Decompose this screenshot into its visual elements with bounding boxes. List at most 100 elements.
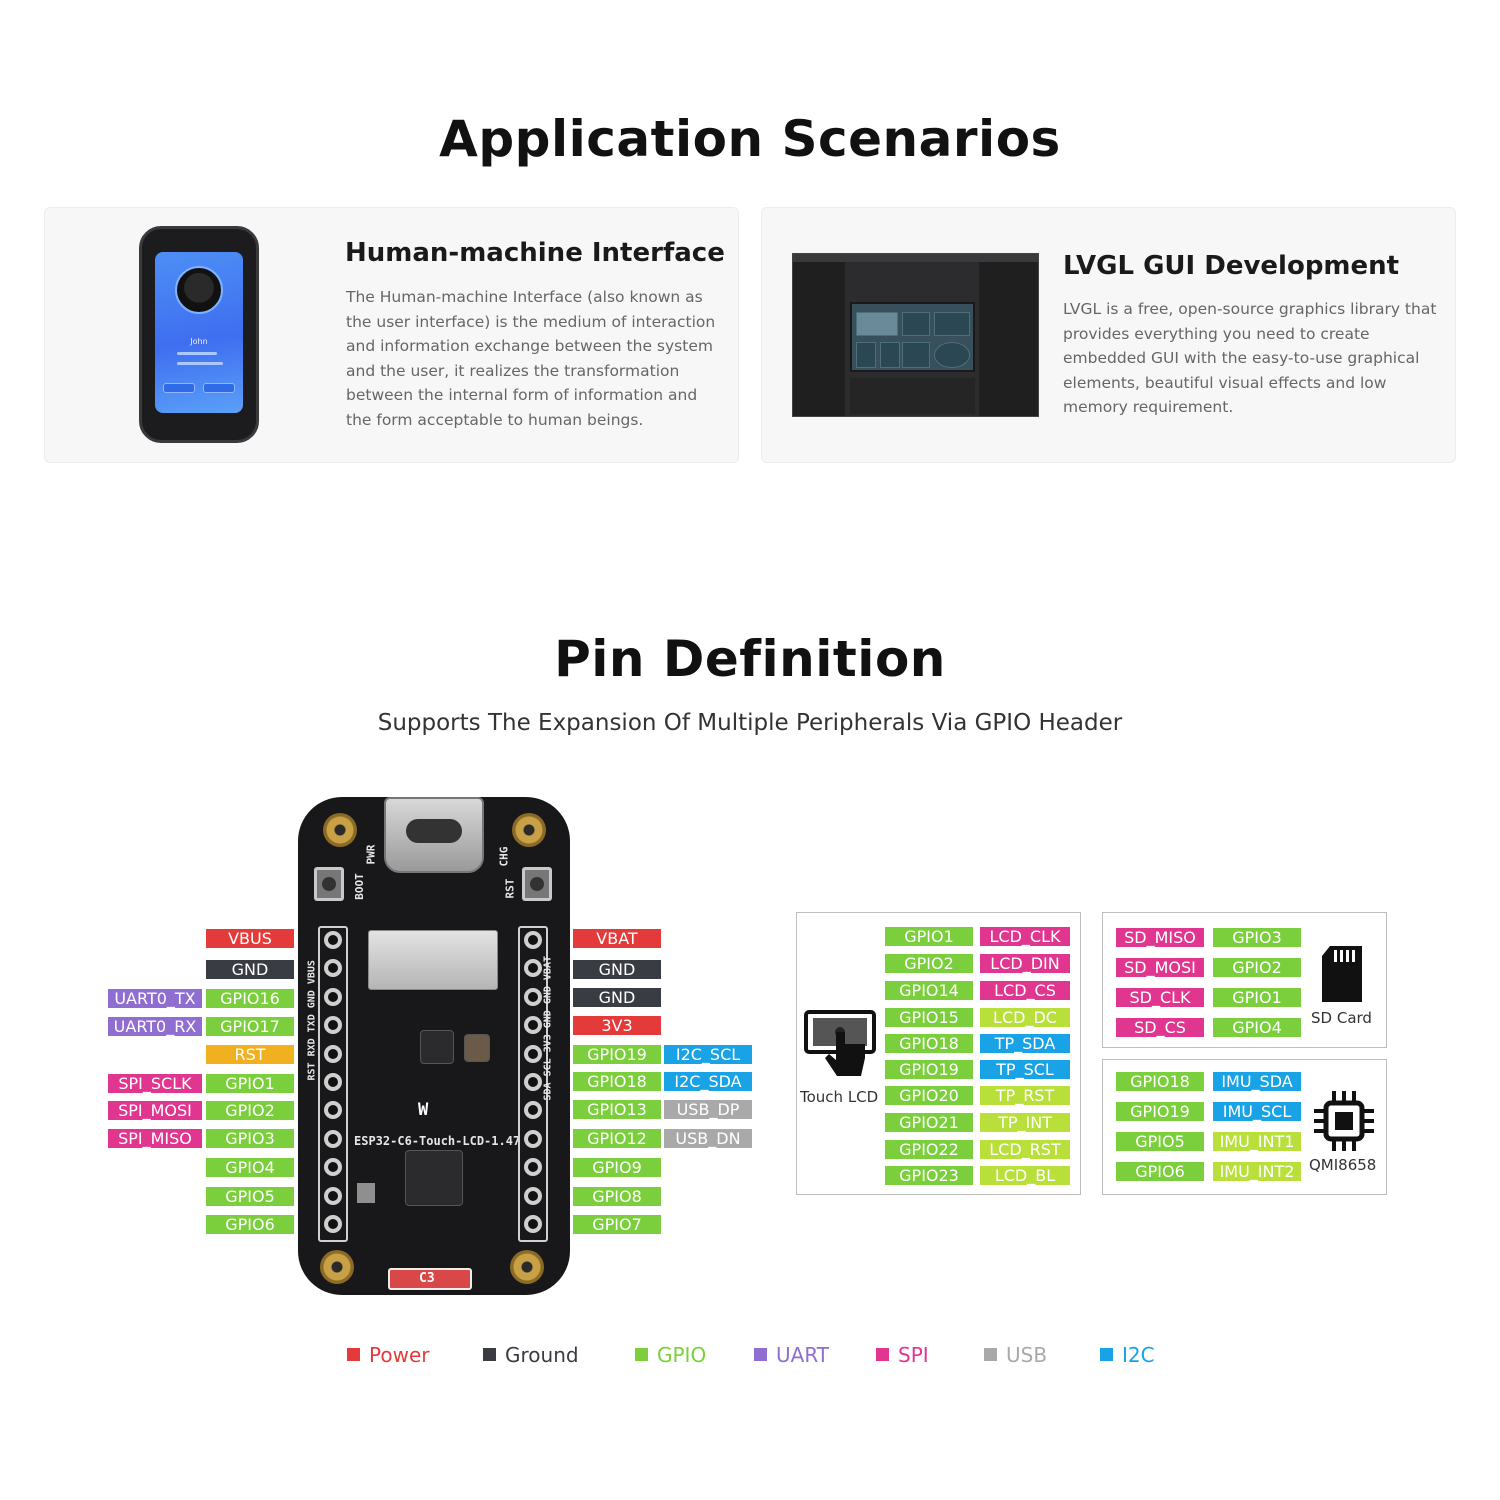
legend-item-spi: SPI xyxy=(876,1343,929,1367)
pin-hole xyxy=(524,1073,542,1091)
silk-c3: C3 xyxy=(419,1271,435,1286)
pin-label: GND xyxy=(573,988,661,1007)
description-line: The Human-machine Interface (also known … xyxy=(346,288,703,306)
phone-text-line xyxy=(177,352,217,355)
phone-text-line xyxy=(177,362,223,365)
legend-item-power: Power xyxy=(347,1343,429,1367)
pin-label: GPIO1 xyxy=(1213,988,1301,1007)
pin-label: SPI_MISO xyxy=(108,1129,202,1148)
pin-label: GPIO14 xyxy=(885,981,973,1000)
button-cap xyxy=(322,877,336,891)
canvas-tile xyxy=(880,342,900,368)
usb-c-connector xyxy=(384,797,484,873)
pin-label: GPIO15 xyxy=(885,1008,973,1027)
phone-button xyxy=(163,383,195,393)
pin-hole xyxy=(324,1045,342,1063)
pin-label: GPIO6 xyxy=(206,1215,294,1234)
pin-label: GPIO16 xyxy=(206,989,294,1008)
pin-label: SD_CLK xyxy=(1116,988,1204,1007)
pin-label: IMU_SCL xyxy=(1213,1102,1301,1121)
pin-label: GPIO18 xyxy=(885,1034,973,1053)
silk-pwr: PWR xyxy=(364,844,378,865)
pin-label: TP_SCL xyxy=(980,1060,1070,1079)
description-line: between the internal form of information… xyxy=(346,386,698,405)
pin-label: LCD_CLK xyxy=(980,927,1070,946)
pin-hole xyxy=(324,931,342,949)
mounting-hole xyxy=(510,1250,544,1284)
pin-label: I2C_SDA xyxy=(664,1072,752,1091)
pin-hole xyxy=(524,1215,542,1233)
chip-icon xyxy=(1314,1091,1374,1151)
pin-hole xyxy=(324,1016,342,1034)
canvas-tile xyxy=(856,342,876,368)
pin-hole xyxy=(324,959,342,977)
pin-label: GPIO4 xyxy=(1213,1018,1301,1037)
sd-card-slot xyxy=(368,930,498,990)
canvas-tile xyxy=(934,312,970,336)
pin-label: TP_RST xyxy=(980,1086,1070,1105)
section-subtitle: Supports The Expansion Of Multiple Perip… xyxy=(377,710,1123,736)
pin-label: GPIO5 xyxy=(206,1187,294,1206)
description-line: the form acceptable to human beings. xyxy=(346,410,644,429)
description-line: embedded GUI with the easy-to-use graphi… xyxy=(1063,349,1420,368)
legend-label: SPI xyxy=(898,1343,929,1367)
card-title-lvgl: LVGL GUI Development xyxy=(1063,251,1400,281)
pin-hole xyxy=(324,988,342,1006)
pin-label: VBAT xyxy=(573,929,661,948)
pin-label: LCD_RST xyxy=(980,1140,1070,1159)
legend-label: GPIO xyxy=(657,1343,707,1367)
pin-hole xyxy=(524,1016,542,1034)
pin-label: GPIO2 xyxy=(206,1101,294,1120)
section-title-application-scenarios: Application Scenarios xyxy=(439,110,1061,168)
pin-hole xyxy=(324,1187,342,1205)
pin-hole xyxy=(524,1101,542,1119)
phone-button xyxy=(203,383,235,393)
mounting-hole xyxy=(320,1250,354,1284)
phone-contact-name: John xyxy=(190,337,208,346)
legend-item-ground: Ground xyxy=(483,1343,579,1367)
legend-item-i2c: I2C xyxy=(1100,1343,1155,1367)
crystal xyxy=(357,1183,375,1203)
legend-label: UART xyxy=(776,1343,829,1367)
pin-label: GPIO9 xyxy=(573,1158,661,1177)
pin-label: SD_MISO xyxy=(1116,928,1204,947)
pin-label: GPIO19 xyxy=(573,1045,661,1064)
silk-right-pins: SDA SCL 3V3 GND GND VBAT xyxy=(542,956,554,1101)
pin-label: GPIO17 xyxy=(206,1017,294,1036)
pin-hole xyxy=(524,1130,542,1148)
pin-hole xyxy=(324,1130,342,1148)
legend-label: Ground xyxy=(505,1343,579,1367)
card-description-lvgl: LVGL is a free, open-source graphics lib… xyxy=(1063,297,1436,420)
legend-swatch xyxy=(1100,1348,1113,1361)
pin-label: SD_CS xyxy=(1116,1018,1204,1037)
pin-label: TP_SDA xyxy=(980,1034,1070,1053)
description-line: LVGL is a free, open-source graphics lib… xyxy=(1063,300,1437,318)
legend-item-usb: USB xyxy=(984,1343,1047,1367)
pin-label: SD_MOSI xyxy=(1116,958,1204,977)
pin-label: LCD_DC xyxy=(980,1008,1070,1027)
avatar xyxy=(175,266,223,314)
pin-label: RST xyxy=(206,1045,294,1064)
pin-label: GPIO5 xyxy=(1116,1132,1204,1151)
pin-label: IMU_INT1 xyxy=(1213,1132,1301,1151)
silk-boot: BOOT xyxy=(352,873,366,900)
pin-label: USB_DP xyxy=(664,1100,752,1119)
pin-label: GPIO13 xyxy=(573,1100,661,1119)
phone-image: John xyxy=(139,226,259,443)
waveshare-logo: W xyxy=(418,1100,429,1120)
left-header-rail xyxy=(318,926,348,1242)
pin-label: GND xyxy=(573,960,661,979)
editor-canvas xyxy=(850,302,975,372)
editor-toolbar xyxy=(793,254,1038,262)
pin-hole xyxy=(524,1187,542,1205)
button-cap xyxy=(530,877,544,891)
legend-label: Power xyxy=(369,1343,430,1367)
pin-label: GPIO19 xyxy=(1116,1102,1204,1121)
pin-label: GPIO20 xyxy=(885,1086,973,1105)
pin-label: GPIO18 xyxy=(573,1072,661,1091)
pin-label: USB_DN xyxy=(664,1129,752,1148)
pin-label: GPIO2 xyxy=(885,954,973,973)
card-title-hmi: Human-machine Interface xyxy=(345,238,725,268)
description-line: elements, beautiful visual effects and l… xyxy=(1063,373,1387,392)
canvas-tile xyxy=(856,312,898,336)
